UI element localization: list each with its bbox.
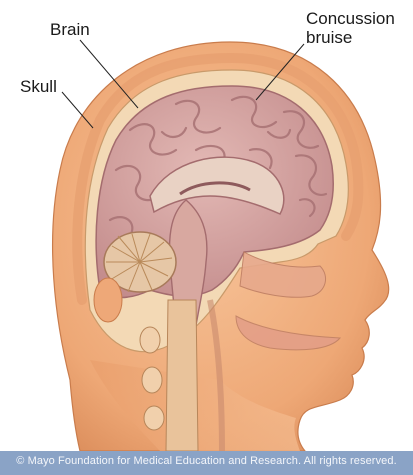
concussion-label-line1: Concussion [306,9,395,28]
spinal-column [166,300,198,451]
skull-label: Skull [20,77,57,96]
brain-label: Brain [50,20,90,39]
ear [94,278,122,322]
concussion-label-line2: bruise [306,28,395,47]
copyright-text: © Mayo Foundation for Medical Education … [0,455,413,467]
concussion-bruise-label: Concussion bruise [306,9,395,47]
